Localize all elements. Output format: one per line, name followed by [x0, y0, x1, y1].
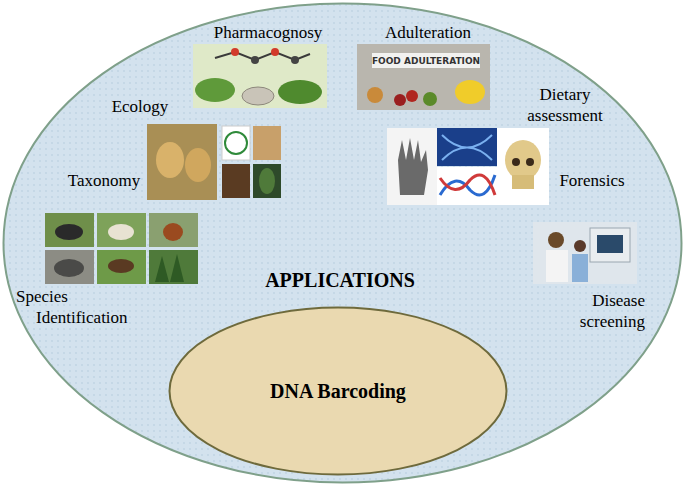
cheetah — [185, 148, 211, 182]
dna-tile — [253, 126, 281, 160]
nurse — [572, 254, 588, 282]
pharmacognosy-photo — [193, 44, 327, 108]
handprint — [398, 138, 428, 195]
beans — [406, 90, 418, 102]
cheetah — [156, 142, 184, 178]
section-heading: APPLICATIONS — [265, 268, 415, 292]
horse — [108, 259, 134, 273]
skull — [505, 140, 541, 180]
hand-tile — [387, 128, 437, 205]
application-label: Taxonomy — [68, 170, 140, 191]
leaf — [259, 168, 275, 194]
application-label: Pharmacognosy — [214, 22, 323, 43]
photo-ground — [193, 44, 327, 108]
photo-ground — [357, 44, 490, 110]
application-label: Adulteration — [385, 22, 471, 43]
chicken-photo — [149, 213, 198, 247]
disease-screening-photo — [533, 222, 637, 284]
application-label: Disease screening — [545, 290, 645, 332]
mortar — [242, 87, 274, 105]
leaf — [195, 78, 235, 102]
jaw — [512, 175, 534, 189]
core-label: DNA Barcoding — [270, 379, 406, 403]
helix — [442, 135, 492, 160]
cow — [55, 224, 83, 240]
horse-photo — [97, 250, 146, 284]
globe — [225, 132, 247, 154]
pig-photo — [45, 250, 94, 284]
nurse-head — [574, 240, 586, 252]
application-label: Species Identification — [0, 286, 136, 328]
lemon — [455, 80, 485, 104]
adulteration-photo — [357, 44, 490, 110]
pig — [54, 259, 84, 277]
application-label: Forensics — [559, 170, 624, 191]
scanner-screen — [597, 235, 623, 253]
patient-head — [548, 232, 564, 248]
eye-socket — [512, 158, 520, 166]
atom — [291, 56, 299, 64]
photo-ground — [533, 222, 637, 284]
ginger — [367, 87, 383, 103]
helix — [440, 175, 495, 195]
cow-photo — [45, 213, 94, 247]
core-ellipse: DNA Barcoding — [168, 306, 508, 476]
cheetah-photo — [147, 124, 217, 200]
atom — [251, 56, 259, 64]
soil-tile — [222, 164, 250, 198]
skull-tile — [497, 128, 549, 205]
eye-socket — [526, 158, 534, 166]
image-caption: FOOD ADULTERATION — [372, 54, 480, 69]
herb — [423, 92, 437, 106]
chicken — [163, 223, 183, 241]
ellipse — [170, 308, 507, 475]
application-label: Ecology — [112, 96, 169, 117]
patient-gown — [546, 250, 568, 282]
helix — [440, 175, 495, 195]
leaf — [278, 80, 322, 104]
banner — [372, 53, 480, 68]
application-label: Dietary assessment — [517, 84, 613, 126]
atom — [231, 48, 239, 56]
leaf-tile — [253, 164, 281, 198]
globe-tile — [222, 126, 250, 160]
sheep — [108, 224, 134, 240]
ellipse — [4, 4, 682, 483]
scanner — [590, 228, 630, 262]
strand-tile — [437, 167, 497, 205]
forest-photo — [149, 250, 198, 284]
atom — [271, 48, 279, 56]
sheep-photo — [97, 213, 146, 247]
beans — [394, 94, 406, 106]
dna-tile — [437, 128, 497, 166]
trees — [155, 254, 184, 282]
